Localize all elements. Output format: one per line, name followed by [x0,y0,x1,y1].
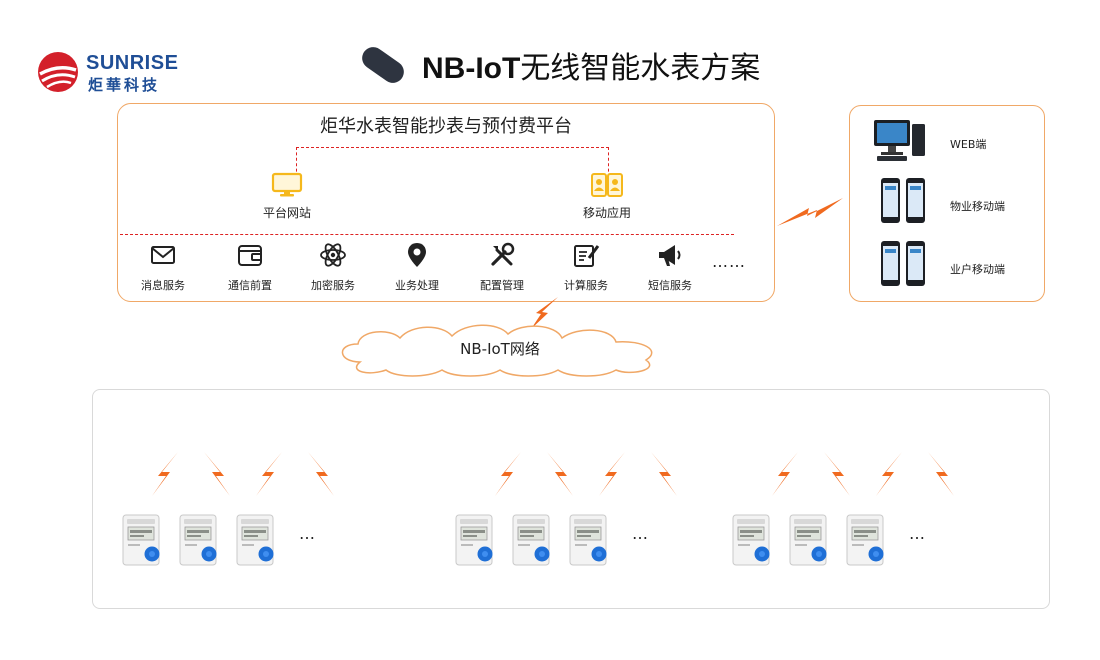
mobile-app-icon [591,173,623,197]
location-pin-icon [408,243,426,267]
client-resident-mobile: 业户移动端 [850,239,1044,289]
node-label: 平台网站 [262,206,311,220]
network-label: NB-IoT网络 [460,340,540,358]
sunrise-logo-icon [38,52,78,92]
logo-name-en: SUNRISE [86,52,179,74]
signal-bolt-icon [651,452,677,496]
signal-bolt-icon [547,452,573,496]
signal-bolt-icon [256,452,282,496]
services-more: …… [712,252,746,271]
node-connector-dashed [296,147,609,177]
node-label: 移动应用 [582,206,631,220]
edit-document-icon [574,245,600,267]
water-meter-icon [236,514,276,566]
service-label: 配置管理 [480,279,524,292]
client-web: WEB端 [850,114,1044,164]
service-compute: 计算服务 [546,238,626,293]
node-mobile-app: 移动应用 [562,172,652,221]
cloud-icon [341,324,653,377]
water-meter-icon [732,514,772,566]
service-business: 业务处理 [377,238,457,293]
service-encryption: 加密服务 [293,238,373,293]
sunrise-logo: SUNRISE 炬華科技 [36,50,186,94]
signal-bolt-icon [772,452,798,496]
services-row: 消息服务 通信前置 加密服务 业务处理 配置管理 [120,238,760,298]
signal-bolt-icon [824,452,850,496]
water-meter-icon [512,514,552,566]
smartphones-icon [881,241,925,286]
meters-area [92,389,1050,609]
lightning-bolt-icon [777,198,843,226]
client-property-mobile: 物业移动端 [850,176,1044,226]
signal-bolt-icon [599,452,625,496]
water-meter-icon [455,514,495,566]
meter-group-more: … [299,524,316,543]
wallet-icon [238,245,262,266]
smartphones-icon [881,178,925,223]
title-bold: NB-IoT [422,52,521,85]
logo-name-cn: 炬華科技 [88,76,161,94]
page-title: NB-IoT无线智能水表方案 [357,40,761,90]
service-label: 计算服务 [564,279,608,292]
water-meter-icon [122,514,162,566]
water-meter-icon [569,514,609,566]
node-platform-website: 平台网站 [242,172,332,221]
signal-bolt-icon [152,452,178,496]
signal-bolt-icon [204,452,230,496]
service-sms: 短信服务 [630,238,710,293]
signal-bolt-icon [495,452,521,496]
service-label: 加密服务 [311,279,355,292]
service-comm-front: 通信前置 [210,238,290,293]
meter-group-more: … [632,524,649,543]
service-label: 通信前置 [228,279,272,292]
water-meter-icon [846,514,886,566]
monitor-icon [271,172,303,197]
client-label: 物业移动端 [950,200,1005,213]
service-label: 短信服务 [648,279,692,292]
water-meter-icon [179,514,219,566]
nbiot-network-cloud: NB-IoT网络 [330,318,670,378]
atom-icon [320,243,346,267]
client-label: 业户移动端 [950,263,1005,276]
signal-bolt-icon [308,452,334,496]
title-rest: 无线智能水表方案 [520,51,761,86]
client-label: WEB端 [950,138,987,151]
platform-title: 炬华水表智能抄表与预付费平台 [320,116,572,137]
clients-box: WEB端 物业移动端 业户移动端 [849,105,1045,302]
megaphone-icon [659,245,681,266]
service-label: 业务处理 [395,279,439,292]
lightning-bolt-icon [531,297,558,329]
water-meter-icon [789,514,829,566]
signal-bolt-icon [876,452,902,496]
desktop-computer-icon [874,120,925,161]
service-message: 消息服务 [123,238,203,293]
tools-icon [491,242,515,266]
meter-group-more: … [909,524,926,543]
service-config: 配置管理 [462,238,542,293]
services-divider-dashed [120,234,734,235]
envelope-icon [151,246,175,264]
signal-bolt-icon [928,452,954,496]
platform-box: 炬华水表智能抄表与预付费平台 [117,103,775,302]
service-label: 消息服务 [141,279,185,292]
